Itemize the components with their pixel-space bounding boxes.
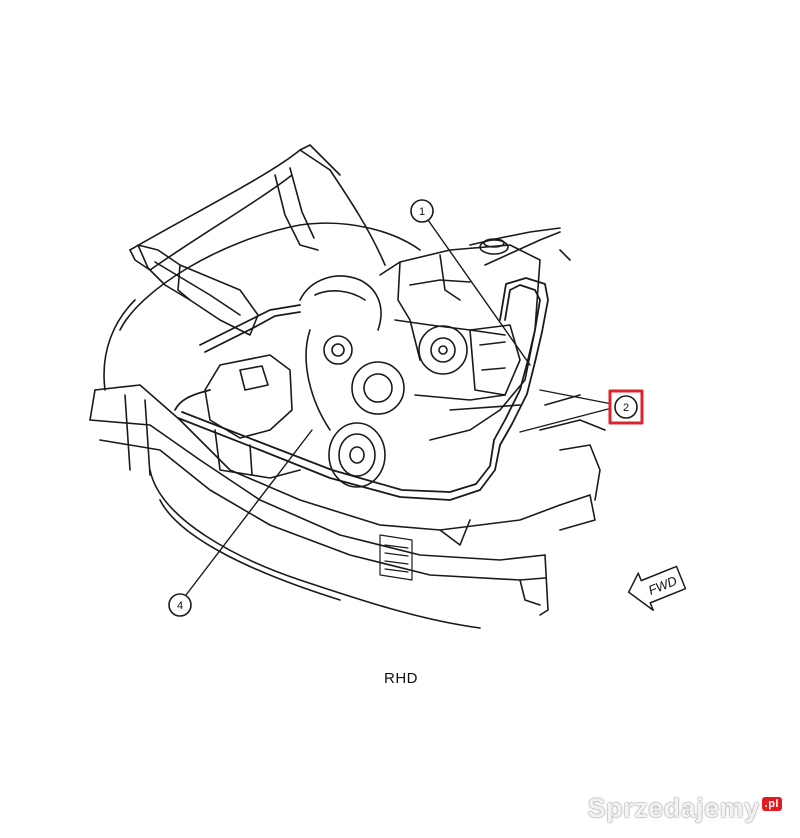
oil-cap	[479, 238, 509, 255]
watermark-badge: .pl	[761, 797, 782, 811]
power-steering-pump	[469, 324, 521, 396]
callout-4-label: 4	[177, 600, 183, 612]
pressure-hoses	[174, 277, 549, 501]
radiator-support	[89, 384, 596, 629]
left-components	[204, 354, 301, 479]
timing-cover	[299, 275, 382, 431]
strut-brace	[137, 244, 259, 336]
callout-2-label: 2	[623, 402, 629, 414]
right-structure	[539, 249, 606, 501]
grille-vent	[379, 534, 413, 581]
diagram-caption: RHD	[384, 670, 418, 687]
callout-4: 4	[168, 593, 192, 617]
callout-1-label: 1	[419, 206, 425, 218]
hood-outline	[129, 144, 386, 271]
watermark-text: Sprzedajemy	[587, 793, 760, 823]
leader-2b	[519, 407, 613, 433]
callout-1: 1	[410, 199, 434, 223]
site-watermark: Sprzedajemy.pl	[588, 793, 782, 824]
leader-lines	[185, 219, 613, 596]
callout-2: 2	[608, 389, 644, 425]
pulleys	[323, 325, 468, 488]
leader-2a	[539, 389, 613, 405]
leader-1	[427, 219, 531, 366]
wheel-well	[103, 222, 421, 391]
fwd-arrow-icon: FWD	[627, 565, 687, 612]
leader-4	[185, 429, 313, 596]
